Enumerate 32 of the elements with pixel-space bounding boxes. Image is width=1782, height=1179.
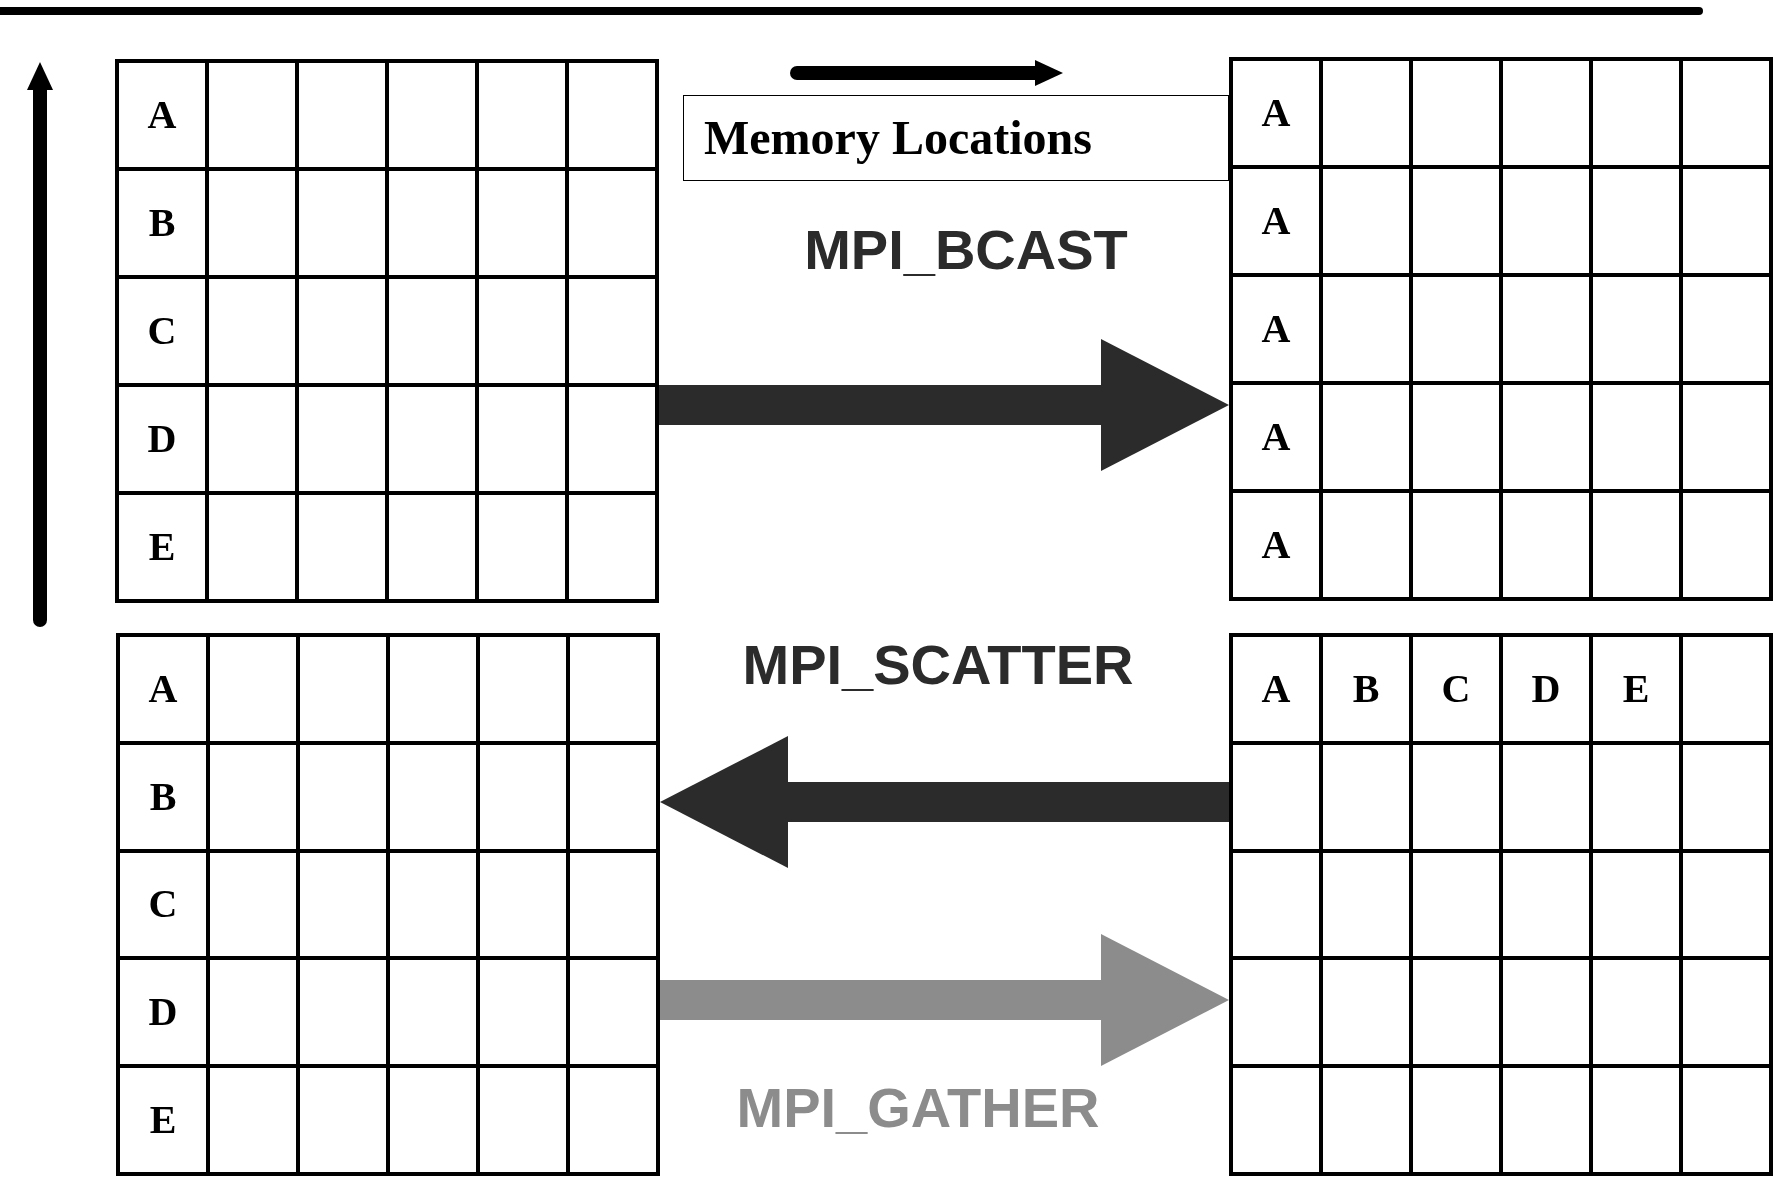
caption-box: [683, 95, 1229, 181]
memory-grid: [116, 633, 660, 1176]
grid-letter: C: [1441, 668, 1471, 709]
grid-letter: A: [1261, 668, 1291, 709]
memory-grid: [1229, 57, 1773, 601]
block-arrow: [660, 934, 1229, 1066]
grid-letter: A: [1261, 309, 1291, 349]
block-arrow: [660, 736, 1229, 868]
grid-letter: C: [147, 311, 177, 351]
grid-letter: D: [147, 419, 177, 459]
memory-grid: [1229, 633, 1773, 1176]
grid-letter: C: [148, 884, 178, 925]
grid-letter: E: [1622, 668, 1650, 709]
box-label: Memory Locations: [704, 114, 1092, 162]
grid-letter: A: [1261, 201, 1291, 241]
memory-grid: [115, 59, 659, 603]
block-arrow: [659, 339, 1229, 471]
grid-letter: A: [148, 668, 178, 709]
grid-letter: E: [149, 1100, 177, 1141]
grid-letter: A: [147, 95, 177, 135]
grid-letter: D: [148, 992, 178, 1033]
grid-letter: B: [149, 776, 177, 817]
grid-letter: B: [148, 203, 176, 243]
edge-label: MPI_BCAST: [804, 222, 1128, 278]
grid-letter: A: [1261, 417, 1291, 457]
grid-letter: B: [1352, 668, 1380, 709]
edge-label: MPI_SCATTER: [742, 637, 1134, 693]
grid-letter: D: [1531, 668, 1561, 709]
grid-letter: E: [148, 527, 176, 567]
edge-label: MPI_GATHER: [736, 1080, 1100, 1136]
grid-letter: A: [1261, 93, 1291, 133]
grid-letter: A: [1261, 525, 1291, 565]
